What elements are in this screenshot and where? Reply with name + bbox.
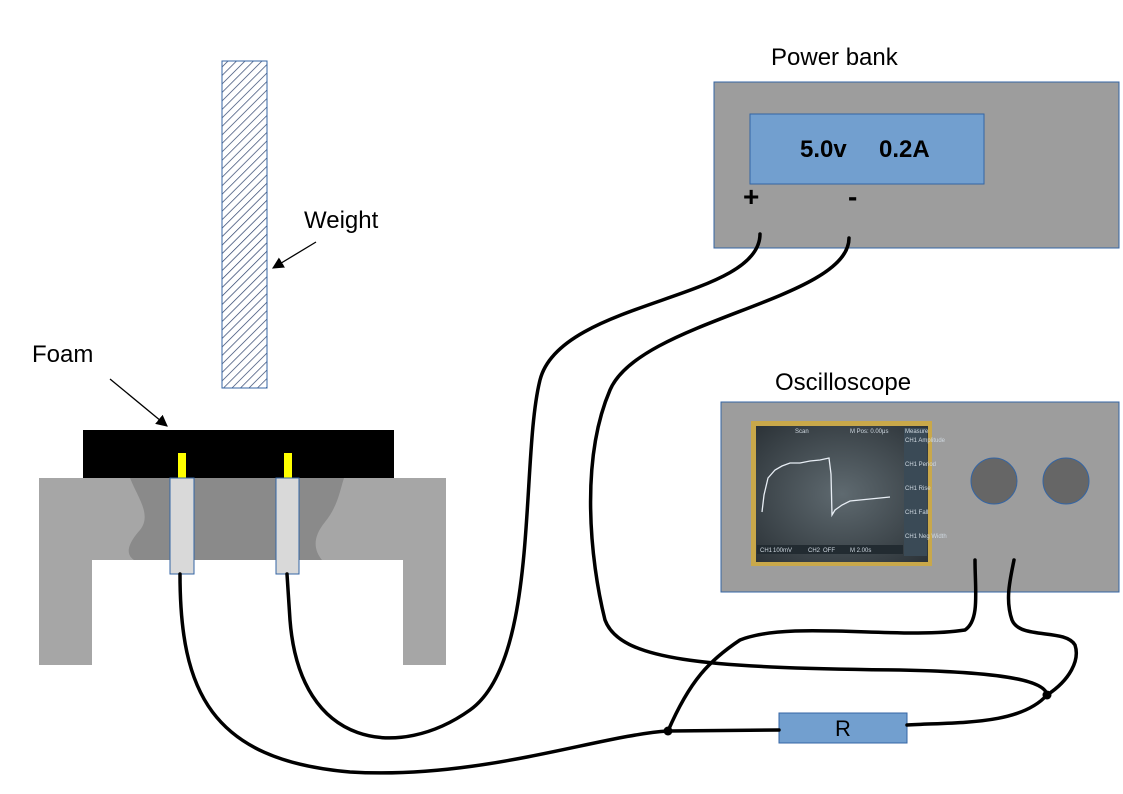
scope-bottom-text: CH2 (808, 548, 821, 554)
base-inner-shadow (128, 478, 344, 560)
foam-pad (83, 430, 394, 478)
scope-top-center-text: M Pos: 0.00μs (850, 429, 888, 435)
oscilloscope-knob-left (970, 457, 1018, 505)
foam-label: Foam (32, 341, 93, 368)
wire-minus-to-node-right (588, 236, 1049, 697)
scope-menu-item: CH1 Fall (905, 510, 928, 516)
scope-menu-item: CH1 Amplitude (905, 438, 946, 444)
scope-menu-item: CH1 Period (905, 462, 936, 468)
scope-menu-item: CH1 Rise (905, 486, 931, 492)
power-bank-display (749, 113, 985, 185)
power-bank-plus-terminal: + (743, 181, 759, 212)
wire-left-electrode-to-resistor (178, 572, 781, 775)
junction-node-left (663, 726, 673, 736)
electrode-left (169, 477, 195, 575)
scope-bottom-text: 100mV (773, 548, 792, 554)
sensor-base (39, 478, 446, 665)
weight-arrow (271, 241, 317, 269)
foam-arrow (109, 378, 168, 427)
oscilloscope: Scan M Pos: 0.00μs Measure CH1 Amplitude… (720, 401, 1120, 593)
wire-node-left-to-scope (666, 558, 978, 733)
electrode-right-tip (284, 453, 292, 478)
oscilloscope-label: Oscilloscope (775, 369, 911, 396)
oscilloscope-knob-right (1042, 457, 1090, 505)
junction-node-right (1042, 690, 1052, 700)
electrode-left-tip (178, 453, 186, 478)
power-bank-current: 0.2A (879, 136, 930, 163)
power-bank-label: Power bank (771, 44, 899, 71)
weight-block (221, 60, 268, 389)
power-bank-voltage: 5.0v (800, 136, 847, 163)
base-frame (39, 478, 446, 665)
weight (221, 60, 268, 389)
wiring (178, 232, 1078, 775)
scope-menu-title: Measure (905, 429, 929, 435)
scope-top-left-text: Scan (795, 429, 809, 435)
electrode-right (275, 477, 300, 575)
scope-bottom-text: M 2.00s (850, 548, 871, 554)
oscilloscope-screen: Scan M Pos: 0.00μs Measure CH1 Amplitude… (751, 421, 947, 566)
scope-bottom-text: OFF (823, 548, 835, 554)
resistor-label: R (835, 716, 851, 741)
power-bank-minus-terminal: - (848, 181, 857, 212)
power-bank: 5.0v 0.2A + - (713, 81, 1120, 249)
scope-bottom-text: CH1 (760, 548, 773, 554)
resistor: R (778, 712, 908, 744)
scope-waveform (761, 457, 891, 518)
resistor-body (778, 712, 908, 744)
weight-label: Weight (304, 207, 379, 234)
scope-menu-item: CH1 Neg Width (905, 534, 947, 540)
wire-plus-to-right-electrode (285, 232, 762, 740)
wire-resistor-to-node-right (905, 558, 1078, 727)
